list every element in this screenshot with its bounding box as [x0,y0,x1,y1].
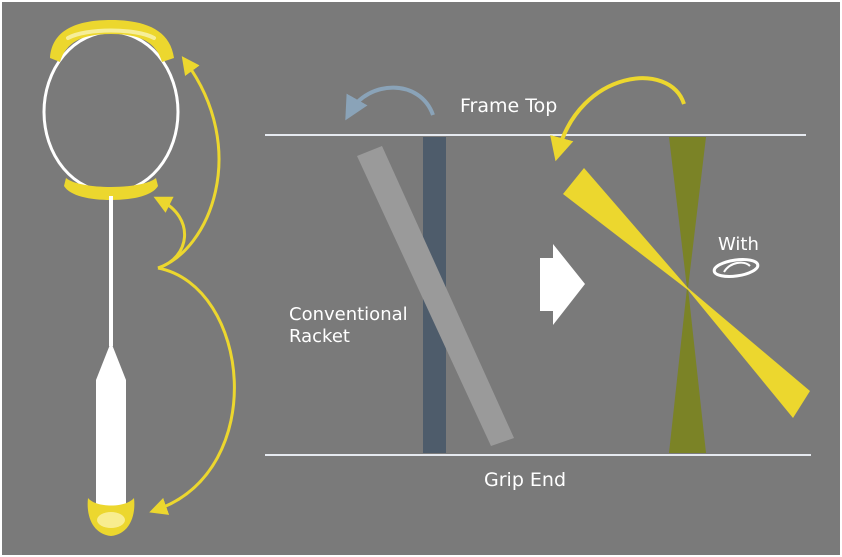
right-arrow-icon [540,244,585,325]
conventional-rotation-arrow [345,85,435,121]
swirl-logo-icon [712,258,760,278]
racket-throat-highlight [64,178,158,200]
balance-arrows [149,56,236,515]
conventional-tilted-bar [357,146,514,446]
with-label: With [718,234,759,255]
racket-shaft [109,196,113,346]
conventional-label-line1: Conventional [289,304,408,325]
with-vertical-bar [669,137,706,453]
conventional-label-line2: Racket [289,326,350,347]
arrow-to-butt-cap [149,266,236,515]
racket-butt-shine [97,512,125,528]
conventional-label: Conventional Racket [289,304,413,347]
racket-illustration [42,20,180,536]
frame-top-label: Frame Top [460,95,557,117]
with-tilted-bar [563,168,810,418]
racket-head-top-shine [66,28,156,40]
arrow-to-throat [153,196,187,270]
racket-handle [96,342,126,506]
grip-end-label: Grip End [484,469,566,491]
racket-head-top-highlight [50,20,174,62]
with-rotation-arrow [550,76,686,162]
